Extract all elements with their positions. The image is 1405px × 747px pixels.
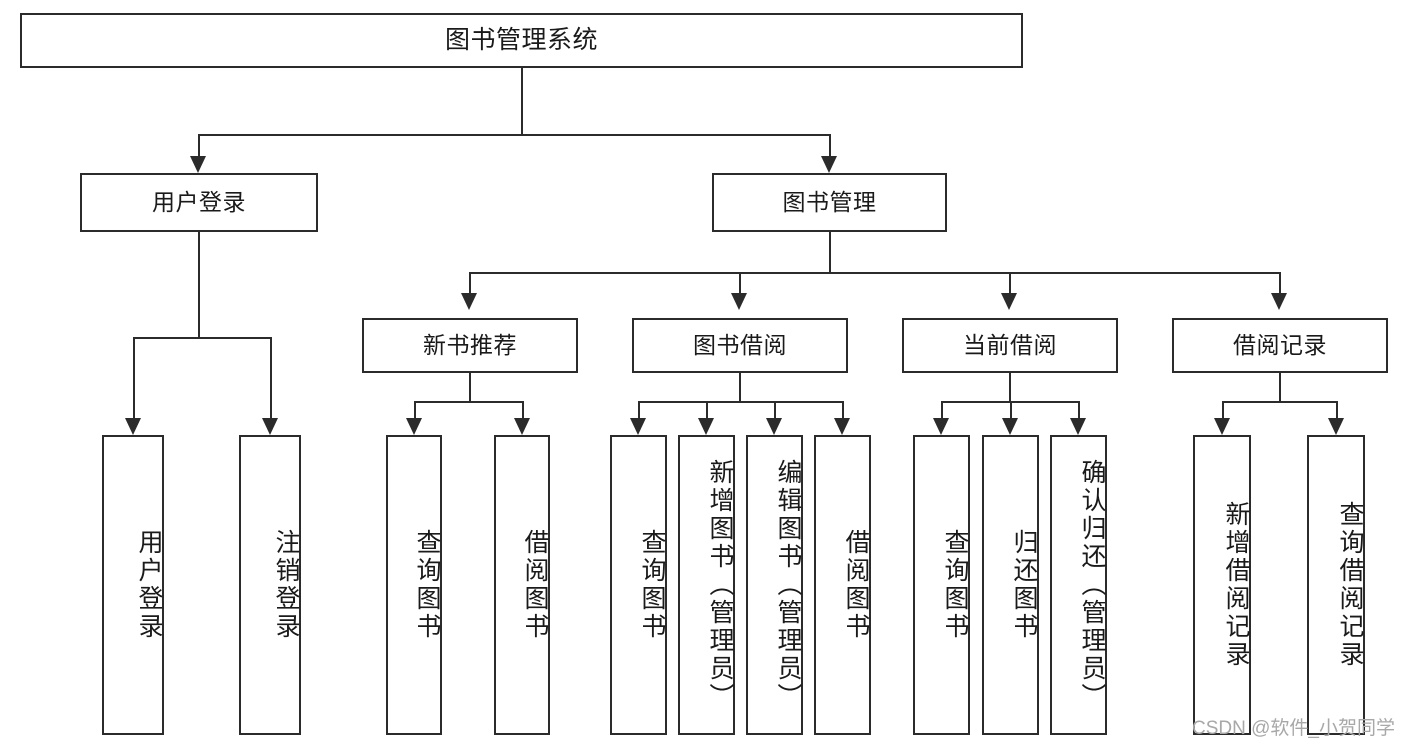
- connector-borrow-record-bus: [1222, 401, 1336, 403]
- node-book-manage[interactable]: 图书管理: [712, 173, 947, 232]
- node-label: 归还图书: [1010, 529, 1038, 641]
- arrowhead-new-book-leaf-1: [514, 418, 530, 435]
- node-label: 借阅图书: [521, 529, 549, 641]
- node-label: 新增图书（管理员）: [706, 459, 734, 711]
- arrowhead-root-to-book-manage: [821, 156, 837, 173]
- leaf-new-book-recommend-1[interactable]: 借阅图书: [494, 435, 550, 735]
- node-book-borrow[interactable]: 图书借阅: [632, 318, 848, 373]
- connector-new-book-bus: [414, 401, 522, 403]
- node-user-login[interactable]: 用户登录: [80, 173, 318, 232]
- arrowhead-current-borrow-leaf-0: [933, 418, 949, 435]
- connector-book-borrow-to-leaf-2: [774, 401, 776, 418]
- leaf-book-borrow-1[interactable]: 新增图书（管理员）: [678, 435, 735, 735]
- arrowhead-book-manage-book-borrow: [731, 293, 747, 310]
- leaf-borrow-record-1[interactable]: 查询借阅记录: [1307, 435, 1365, 735]
- connector-book-borrow-to-leaf-3: [842, 401, 844, 418]
- node-label: 图书借阅: [693, 332, 787, 359]
- arrowhead-book-borrow-leaf-3: [834, 418, 850, 435]
- arrowhead-book-manage-new-book: [461, 293, 477, 310]
- arrowhead-user-login-leaf-1: [262, 418, 278, 435]
- leaf-borrow-record-0[interactable]: 新增借阅记录: [1193, 435, 1251, 735]
- node-label: 借阅记录: [1233, 332, 1327, 359]
- node-label: 查询图书: [638, 529, 666, 641]
- connector-book-manage-to-borrow-record: [1279, 272, 1281, 293]
- watermark-text: CSDN @软件_小贺同学: [1192, 718, 1395, 739]
- connector-user-login-bus: [133, 337, 270, 339]
- connector-book-borrow-stem: [739, 373, 741, 401]
- node-label: 新增借阅记录: [1222, 501, 1250, 669]
- connector-borrow-record-to-leaf-1: [1336, 401, 1338, 418]
- connector-book-manage-bus: [469, 272, 1280, 274]
- arrowhead-book-manage-borrow-record: [1271, 293, 1287, 310]
- arrowhead-current-borrow-leaf-2: [1070, 418, 1086, 435]
- connector-new-book-to-leaf-1: [522, 401, 524, 418]
- connector-borrow-record-stem: [1279, 373, 1281, 401]
- arrowhead-book-borrow-leaf-1: [698, 418, 714, 435]
- arrowhead-current-borrow-leaf-1: [1002, 418, 1018, 435]
- node-borrow-record[interactable]: 借阅记录: [1172, 318, 1388, 373]
- node-label: 当前借阅: [963, 332, 1057, 359]
- connector-borrow-record-to-leaf-0: [1222, 401, 1224, 418]
- connector-root-to-user-login: [198, 134, 200, 156]
- arrowhead-book-borrow-leaf-2: [766, 418, 782, 435]
- leaf-user-login-0[interactable]: 用户登录: [102, 435, 164, 735]
- connector-current-borrow-to-leaf-1: [1010, 401, 1012, 418]
- node-label: 借阅图书: [842, 529, 870, 641]
- node-label: 编辑图书（管理员）: [774, 459, 802, 711]
- connector-user-login-to-leaf-1: [270, 337, 272, 418]
- node-label: 查询图书: [413, 529, 441, 641]
- node-label: 注销登录: [272, 529, 300, 641]
- node-root-system[interactable]: 图书管理系统: [20, 13, 1023, 68]
- connector-current-borrow-to-leaf-0: [941, 401, 943, 418]
- node-label: 图书管理: [782, 189, 877, 216]
- node-label: 确认归还（管理员）: [1078, 459, 1106, 711]
- connector-book-manage-to-new-book: [469, 272, 471, 293]
- node-label: 用户登录: [135, 529, 163, 641]
- connector-current-borrow-bus: [941, 401, 1078, 403]
- connector-root-bus: [198, 134, 830, 136]
- connector-book-borrow-to-leaf-1: [706, 401, 708, 418]
- arrowhead-new-book-leaf-0: [406, 418, 422, 435]
- leaf-current-borrow-0[interactable]: 查询图书: [913, 435, 970, 735]
- leaf-new-book-recommend-0[interactable]: 查询图书: [386, 435, 442, 735]
- connector-new-book-stem: [469, 373, 471, 401]
- arrowhead-book-borrow-leaf-0: [630, 418, 646, 435]
- connector-current-borrow-stem: [1009, 373, 1011, 401]
- node-label: 用户登录: [152, 189, 246, 216]
- leaf-current-borrow-2[interactable]: 确认归还（管理员）: [1050, 435, 1107, 735]
- leaf-current-borrow-1[interactable]: 归还图书: [982, 435, 1039, 735]
- arrowhead-borrow-record-leaf-0: [1214, 418, 1230, 435]
- node-current-borrow[interactable]: 当前借阅: [902, 318, 1118, 373]
- connector-book-borrow-bus: [638, 401, 842, 403]
- node-label: 图书管理系统: [444, 26, 598, 54]
- connector-book-manage-to-current-borrow: [1009, 272, 1011, 293]
- connector-book-manage-to-book-borrow: [739, 272, 741, 293]
- arrowhead-book-manage-current-borrow: [1001, 293, 1017, 310]
- connector-user-login-stem: [198, 232, 200, 337]
- leaf-user-login-1[interactable]: 注销登录: [239, 435, 301, 735]
- node-label: 新书推荐: [423, 332, 517, 359]
- connector-root-stem: [521, 68, 523, 134]
- arrowhead-user-login-leaf-0: [125, 418, 141, 435]
- node-new-book-recommend[interactable]: 新书推荐: [362, 318, 578, 373]
- node-label: 查询借阅记录: [1336, 501, 1364, 669]
- leaf-book-borrow-3[interactable]: 借阅图书: [814, 435, 871, 735]
- connector-book-borrow-to-leaf-0: [638, 401, 640, 418]
- arrowhead-root-to-user-login: [190, 156, 206, 173]
- connector-root-to-book-manage: [829, 134, 831, 156]
- leaf-book-borrow-2[interactable]: 编辑图书（管理员）: [746, 435, 803, 735]
- connector-book-manage-stem: [829, 232, 831, 272]
- connector-current-borrow-to-leaf-2: [1078, 401, 1080, 418]
- connector-new-book-to-leaf-0: [414, 401, 416, 418]
- node-label: 查询图书: [941, 529, 969, 641]
- leaf-book-borrow-0[interactable]: 查询图书: [610, 435, 667, 735]
- connector-user-login-to-leaf-0: [133, 337, 135, 418]
- arrowhead-borrow-record-leaf-1: [1328, 418, 1344, 435]
